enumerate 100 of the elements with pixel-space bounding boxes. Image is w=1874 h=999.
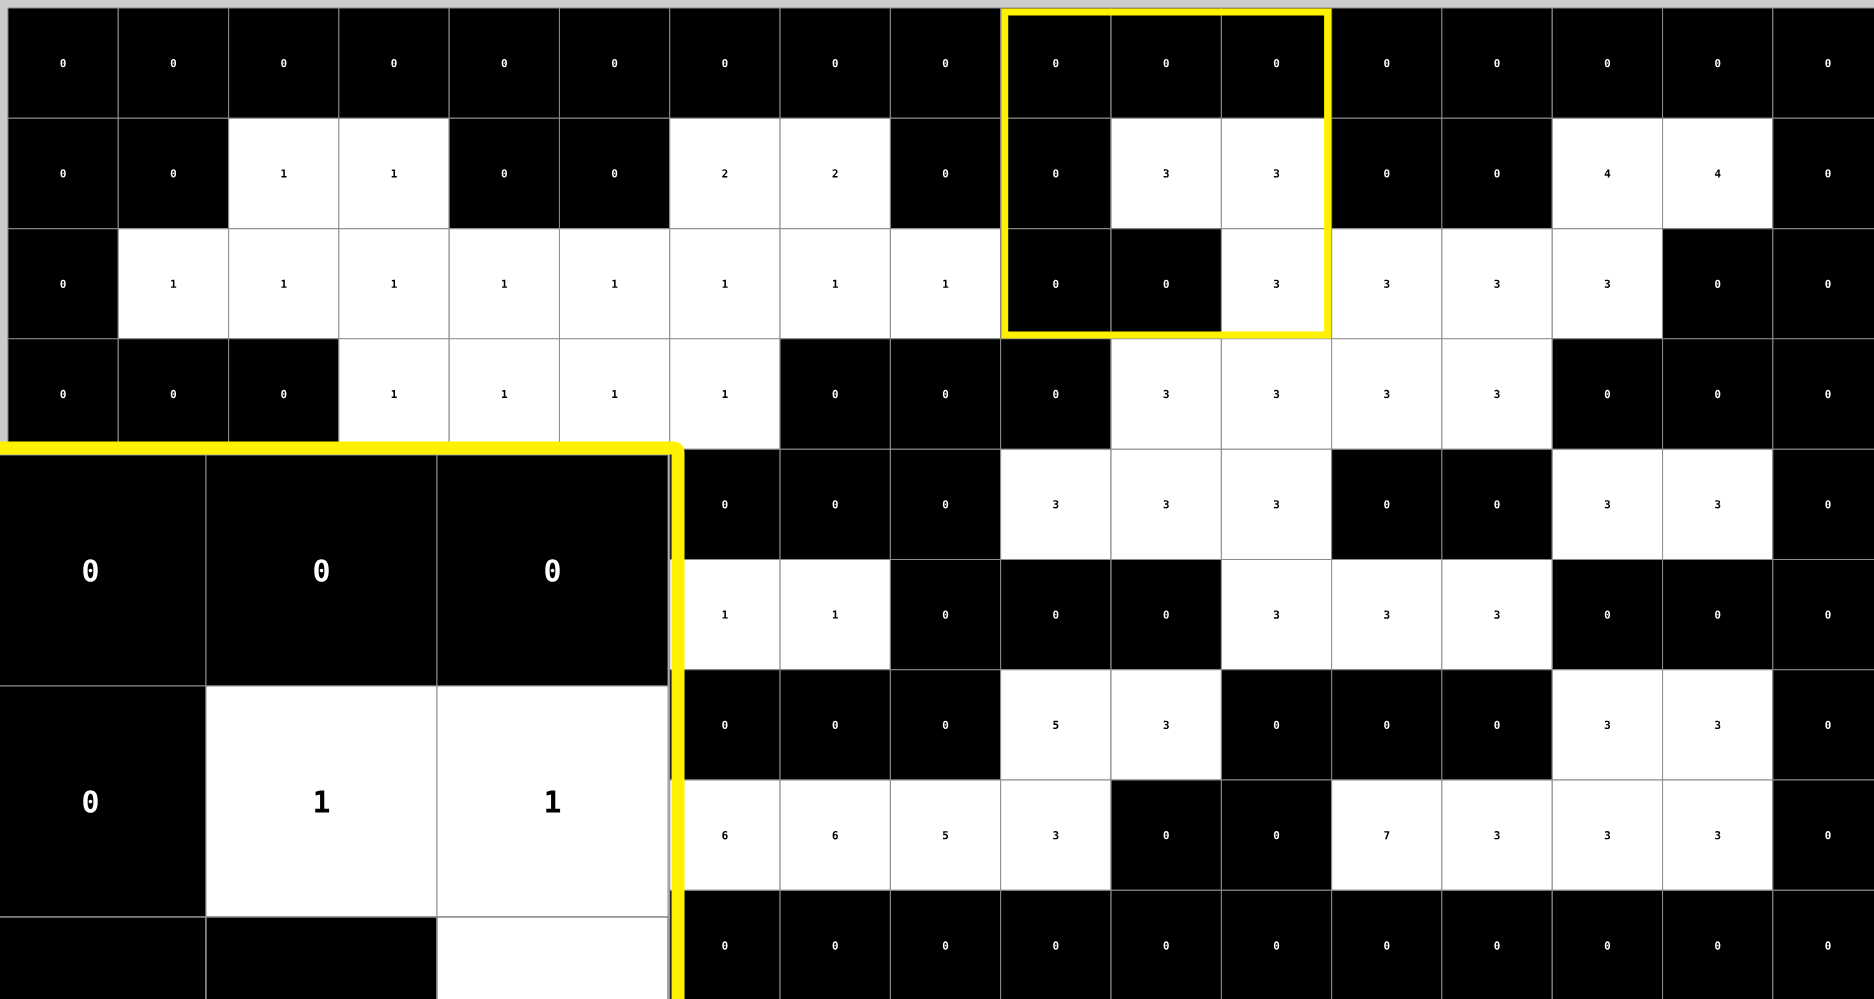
grid-cell: 1 [669,228,781,340]
grid-cell: 3 [1220,117,1333,230]
grid-cell: 0 [1331,117,1443,230]
grid-cell: 3 [1441,228,1553,340]
grid-cell: 0 [889,338,1002,450]
grid-cell: 0 [1110,889,1222,999]
grid-cell: 3 [1662,448,1774,560]
grid-cell: 3 [1331,228,1443,340]
grid-cell: 3 [1662,779,1774,891]
grid-cell: 0 [1662,558,1774,671]
grid-cell: 1 [779,228,891,340]
grid-cell: 0 [1220,889,1333,999]
grid-cell: 0 [779,338,891,450]
grid-cell: 0 [1772,669,1874,781]
grid-cell: 0 [669,7,781,119]
grid-cell: 0 [1772,448,1874,560]
grid-cell: 0 [1331,669,1443,781]
grid-cell: 0 [7,7,119,119]
grid-cell: 0 [7,338,119,450]
grid-cell: 1 [448,338,560,450]
grid-cell: 0 [1772,117,1874,230]
grid-cell: 3 [1220,228,1333,340]
grid-cell: 0 [205,454,438,687]
grid-cell: 3 [1331,558,1443,671]
grid-cell: 0 [1441,889,1553,999]
grid-cell: 0 [889,448,1002,560]
grid-cell: 0 [1551,889,1664,999]
grid-cell: 3 [1331,338,1443,450]
grid-cell: 3 [1110,448,1222,560]
grid-cell: 0 [1772,889,1874,999]
grid-cell: 4 [1551,117,1664,230]
grid-cell: 0 [1772,338,1874,450]
grid-cell: 0 [7,117,119,230]
grid-cell: 0 [1772,7,1874,119]
grid-cell: 0 [1000,117,1112,230]
grid-cell: 1 [205,685,438,918]
grid-cell: 6 [779,779,891,891]
grid-cell: 0 [1000,338,1112,450]
grid-cell: 0 [117,7,230,119]
grid-cell: 3 [1662,669,1774,781]
grid-cell: 0 [1441,117,1553,230]
grid-cell: 0 [7,228,119,340]
grid-cell: 3 [1551,669,1664,781]
grid-cell: 0 [1110,7,1222,119]
grid-cell: 0 [1772,228,1874,340]
grid-cell: 0 [779,448,891,560]
grid-cell: 3 [1110,669,1222,781]
grid-cell: 3 [1220,338,1333,450]
grid-cell: 1 [889,228,1002,340]
grid-cell: 3 [1220,448,1333,560]
grid-cell: 2 [779,117,891,230]
grid-cell: 1 [228,228,340,340]
grid-cell: 0 [1331,7,1443,119]
grid-cell: 0 [1772,558,1874,671]
grid-cell: 3 [1441,558,1553,671]
grid-cell: 2 [669,117,781,230]
grid-cell: 0 [889,7,1002,119]
grid-cell: 0 [1331,448,1443,560]
grid-cell: 1 [558,338,671,450]
grid-cell: 3 [1441,779,1553,891]
grid-cell: 0 [1110,779,1222,891]
grid-cell: 0 [558,117,671,230]
grid-cell: 0 [1662,7,1774,119]
grid-cell: 3 [1551,779,1664,891]
grid-cell: 0 [1110,228,1222,340]
grid-cell: 1 [338,117,450,230]
grid-cell: 1 [558,228,671,340]
grid-cell: 0 [117,117,230,230]
grid-cell: 0 [1220,669,1333,781]
grid-cell: 0 [1441,7,1553,119]
grid-cell: 0 [1441,448,1553,560]
grid-cell: 0 [779,7,891,119]
grid-cell: 0 [436,454,669,687]
grid-cell: 0 [889,889,1002,999]
grid-cell: 0 [228,7,340,119]
grid-cell: 0 [558,7,671,119]
grid-cell: 0 [1220,779,1333,891]
grid-cell: 0 [1551,7,1664,119]
grid-cell: 3 [1000,448,1112,560]
grid-cell: 3 [1110,338,1222,450]
grid-cell: 0 [1662,228,1774,340]
grid-cell: 1 [669,338,781,450]
grid-cell: 0 [448,7,560,119]
grid-cell: 5 [889,779,1002,891]
grid-cell: 3 [1110,117,1222,230]
grid-cell: 1 [338,338,450,450]
grid-cell: 4 [1662,117,1774,230]
grid-cell: 0 [117,338,230,450]
grid-cell: 0 [1331,889,1443,999]
grid-cell: 7 [1331,779,1443,891]
grid-cell: 3 [1000,779,1112,891]
grid-cell: 3 [1551,228,1664,340]
grid-cell: 0 [1110,558,1222,671]
grid-cell: 1 [338,228,450,340]
grid-cell: 0 [1441,669,1553,781]
grid-cell: 0 [779,889,891,999]
grid-cell: 0 [889,117,1002,230]
grid-cell: 5 [1000,669,1112,781]
grid-cell: 0 [1772,779,1874,891]
grid-cell: 0 [889,669,1002,781]
